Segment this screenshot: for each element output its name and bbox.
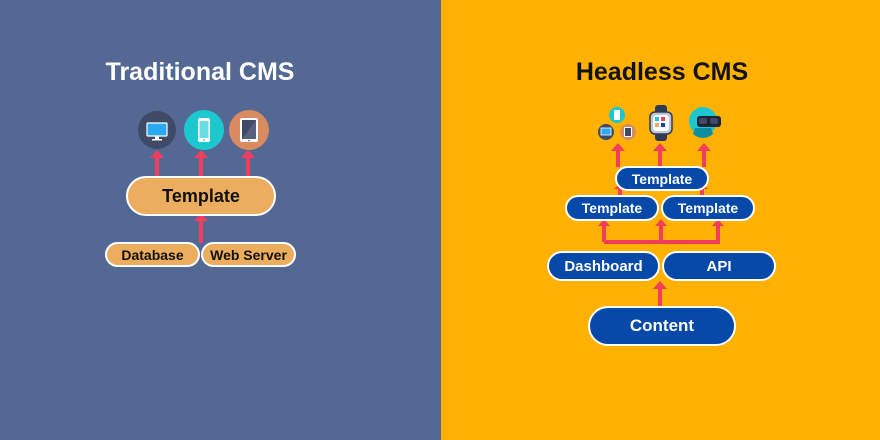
smartwatch-icon — [647, 105, 675, 141]
content-box: Content — [588, 306, 736, 346]
arrowhead-template — [194, 213, 208, 221]
template-box: Template — [126, 176, 276, 216]
traditional-arrows — [150, 150, 255, 243]
arrowhead-content-to-api — [653, 281, 667, 289]
template-right-box: Template — [661, 195, 755, 221]
tablet-icon — [229, 110, 269, 150]
arrowhead-tablet — [241, 150, 255, 158]
template-top-box: Template — [615, 166, 709, 191]
headless-cms-title: Headless CMS — [575, 58, 749, 86]
mobile-icon — [184, 110, 224, 150]
traditional-cms-title: Traditional CMS — [105, 58, 295, 86]
api-box: API — [662, 251, 776, 281]
template-left-box: Template — [565, 195, 659, 221]
arrowhead-bar-right — [712, 219, 724, 226]
arrowhead-vr — [697, 143, 711, 151]
arrowhead-bar-left — [598, 219, 610, 226]
web-server-box: Web Server — [201, 242, 296, 267]
dashboard-box: Dashboard — [547, 251, 660, 281]
database-box: Database — [105, 242, 200, 267]
vr-headset-icon — [685, 104, 723, 142]
arrowhead-mobile — [194, 150, 208, 158]
desktop-icon — [138, 111, 176, 149]
traditional-cms-panel: Traditional CMS — [0, 0, 441, 440]
multi-device-icon — [596, 105, 640, 143]
arrowhead-desktop — [150, 150, 164, 158]
arrowhead-smartwatch — [653, 143, 667, 151]
headless-cms-panel: Headless CMS — [441, 0, 880, 440]
arrowhead-bar-center — [655, 219, 667, 226]
arrowhead-multi-device — [611, 143, 625, 151]
headless-arrows — [598, 143, 724, 306]
